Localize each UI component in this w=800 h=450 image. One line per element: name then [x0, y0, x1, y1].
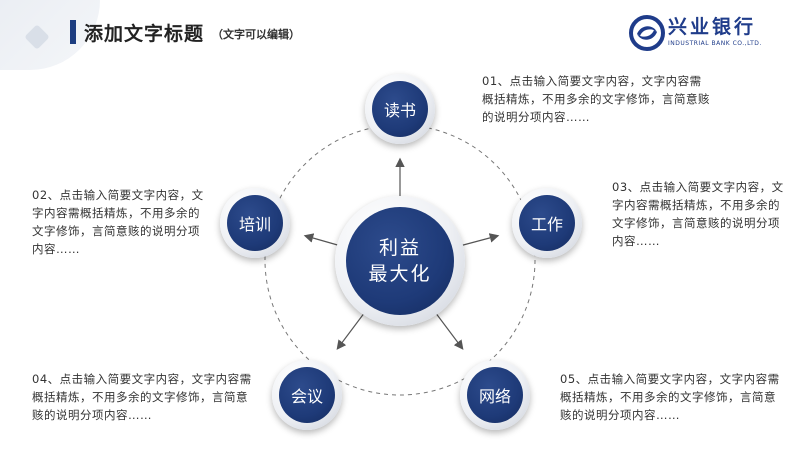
node-label: 读书: [383, 101, 416, 120]
center-label-line2: 最大化: [368, 263, 432, 285]
title-accent-bar: [70, 20, 76, 44]
node-gongzuo-core: 工作: [519, 195, 575, 251]
bank-english-name: INDUSTRIAL BANK CO.,LTD.: [668, 40, 762, 47]
node-dushu: 读书: [365, 74, 435, 144]
node-wangluo: 网络: [460, 360, 530, 430]
arrow-to-wangluo: [431, 307, 464, 350]
node-label: 工作: [530, 215, 563, 234]
description-02: 02、点击输入简要文字内容，文字内容需概括精炼，不用多余的文字修饰，言简意赅的说…: [32, 188, 204, 256]
description-03: 03、点击输入简要文字内容，文字内容需概括精炼，不用多余的文字修饰，言简意赅的说…: [612, 180, 784, 248]
node-gongzuo: 工作: [512, 188, 582, 258]
bank-logo-icon: [629, 15, 665, 51]
description-04: 04、点击输入简要文字内容，文字内容需概括精炼，不用多余的文字修饰，言简意赅的说…: [32, 372, 252, 422]
node-label: 培训: [238, 215, 271, 234]
bank-logo: 兴业银行 INDUSTRIAL BANK CO.,LTD.: [628, 14, 778, 54]
node-peixun-core: 培训: [227, 195, 283, 251]
slide-subtitle: （文字可以编辑）: [212, 28, 300, 41]
center-node-core: 利益 最大化: [346, 207, 454, 315]
node-label: 会议: [290, 387, 323, 406]
slide-title: 添加文字标题: [84, 23, 205, 45]
node-label: 网络: [478, 387, 511, 406]
node-huiyi-core: 会议: [279, 367, 335, 423]
description-01: 01、点击输入简要文字内容，文字内容需概括精炼，不用多余的文字修饰，言简意赅的说…: [482, 74, 710, 124]
node-huiyi: 会议: [272, 360, 342, 430]
center-label-line1: 利益: [378, 237, 421, 259]
node-dushu-core: 读书: [372, 81, 428, 137]
center-node: 利益 最大化: [335, 196, 465, 326]
bank-name: 兴业银行: [668, 16, 757, 38]
node-peixun: 培训: [220, 188, 290, 258]
node-wangluo-core: 网络: [467, 367, 523, 423]
description-05: 05、点击输入简要文字内容，文字内容需概括精炼，不用多余的文字修饰，言简意赅的说…: [560, 372, 780, 422]
